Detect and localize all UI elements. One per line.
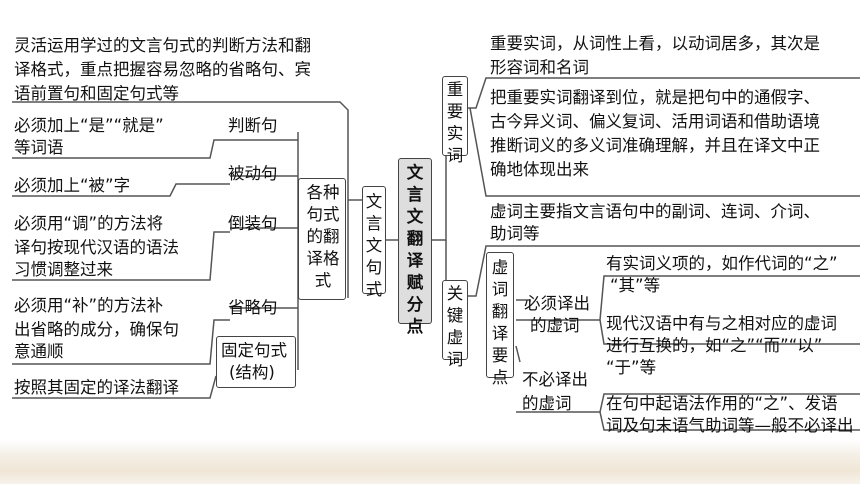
- right-top-title-box: 重要实词: [442, 76, 468, 165]
- inversion-label: 倒装句: [228, 214, 278, 233]
- ellipsis-desc-3: 意通顺: [14, 342, 64, 361]
- ellipsis-desc-2: 出省略的成分，确保句: [14, 320, 179, 339]
- judge-desc-1: 必须加上“是”“就是”: [14, 116, 164, 135]
- bottom-intro-line-1: 虚词主要指文言语句中的副词、连词、介词、: [490, 202, 820, 221]
- inversion-desc-2: 译句按现代汉语的语法: [14, 238, 179, 257]
- connector-right-bottom: [445, 240, 860, 297]
- connector-left-intro: [12, 101, 349, 298]
- fixed-desc-1: 按照其固定的译法翻译: [14, 378, 179, 397]
- top-para2-line-4: 确地体现出来: [490, 160, 589, 179]
- connector-inversion: [12, 231, 230, 281]
- bottom-intro-line-2: 助词等: [490, 224, 540, 243]
- fixed-label-box: 固定句式 (结构): [216, 336, 296, 388]
- bottom-subtitle: 虚词翻译要点: [491, 258, 509, 387]
- connector-fixed: [12, 375, 217, 399]
- left-branch-box: 文言文句式: [362, 186, 386, 299]
- passive-label: 被动句: [228, 164, 278, 183]
- top-para1-line-2: 形容词和名词: [490, 58, 589, 77]
- must-label-2: 的虚词: [530, 316, 580, 335]
- top-para2-line-2: 古今异义词、偏义复词、活用词语和借助语境: [490, 112, 820, 131]
- judge-label: 判断句: [228, 116, 278, 135]
- bottom-subtitle-box: 虚词翻译要点: [486, 252, 514, 387]
- center-title: 文言文翻译赋分点: [406, 163, 424, 336]
- left-intro-line-1: 灵活运用学过的文言句式的判断方法和翻: [14, 36, 311, 55]
- inversion-desc-3: 习惯调整过来: [14, 260, 113, 279]
- decorative-footer-band: [0, 440, 860, 484]
- must-item1-line-2: “其”等: [610, 276, 661, 295]
- connector-judge: [12, 139, 230, 159]
- right-bottom-title-box: 关键虚词: [442, 280, 468, 369]
- right-bottom-title: 关键虚词: [446, 284, 464, 369]
- must-item2-line-1: 现代汉语中有与之相对应的虚词: [606, 314, 837, 333]
- judge-desc-2: 等词语: [14, 138, 64, 157]
- must-label-1: 必须译出: [524, 294, 590, 313]
- passive-desc-1: 必须加上“被”字: [14, 176, 131, 195]
- inversion-desc-1: 必须用“调”的方法将: [14, 214, 164, 233]
- must-item1-line-1: 有实词义项的，如作代词的“之”: [606, 254, 838, 273]
- top-para1-line-1: 重要实词，从词性上看，以动词居多，其次是: [490, 34, 820, 53]
- neednot-item1-line-1: 在句中起语法作用的“之”、发语: [606, 394, 838, 413]
- left-intro-line-2: 译格式，重点把握容易忽略的省略句、宾: [14, 60, 311, 79]
- left-subtitle: 各种句式的翻译格式: [306, 183, 340, 290]
- neednot-label-1: 不必译出: [522, 370, 588, 389]
- top-para2-line-3: 推断词义的多义词准确理解，并且在译文中正: [490, 136, 820, 155]
- connector-must: [516, 275, 860, 321]
- left-branch-title: 文言文句式: [365, 192, 383, 299]
- must-item2-line-2: 进行互换的，如“之”“而”“以”: [606, 336, 823, 355]
- right-top-title: 重要实词: [446, 80, 464, 165]
- ellipsis-label: 省略句: [228, 298, 278, 317]
- connector-neednot: [516, 393, 860, 413]
- neednot-label-2: 的虚词: [522, 394, 572, 413]
- fixed-label-1: 固定句式: [221, 341, 287, 360]
- connector-ellipsis: [12, 319, 230, 365]
- ellipsis-desc-1: 必须用“补”的方法补: [14, 296, 164, 315]
- fixed-label-2: (结构): [229, 363, 275, 382]
- left-subtitle-box: 各种句式的翻译格式: [298, 178, 346, 300]
- neednot-item1-line-2: 词及句末语气助词等—般不必译出: [606, 416, 854, 435]
- center-title-box: 文言文翻译赋分点: [398, 158, 432, 336]
- connector-passive: [12, 183, 230, 197]
- top-para2-line-1: 把重要实词翻译到位，就是把句中的通假字、: [490, 88, 820, 107]
- must-item2-line-3: “于”等: [606, 358, 657, 377]
- left-intro-line-3: 语前置句和固定句式等: [14, 84, 179, 103]
